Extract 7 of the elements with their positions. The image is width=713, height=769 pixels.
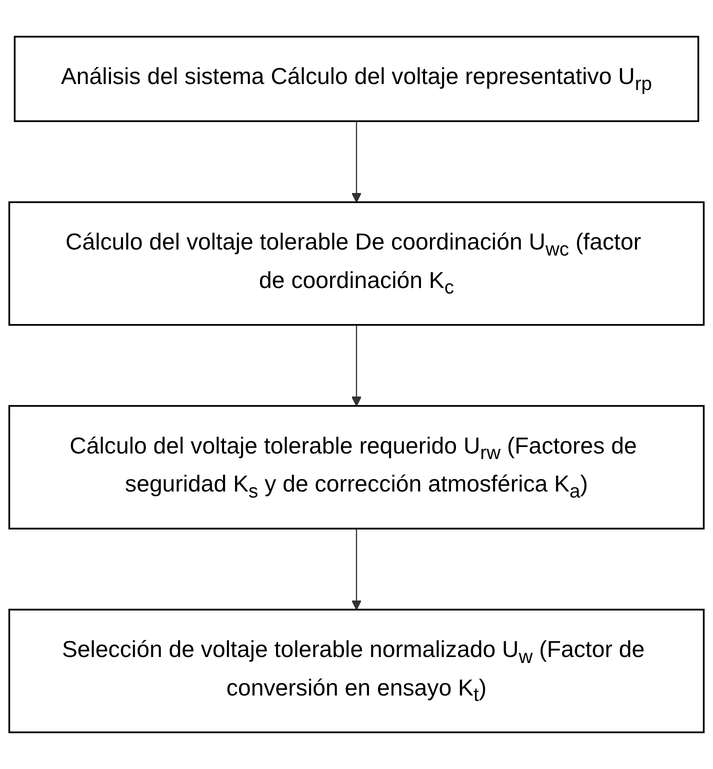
node-box: Selección de voltaje tolerable normalizado U$_{w}$ (Factor de conversión en ensayo K$_{t}$) xyxy=(8,608,705,734)
node-box: Cálculo del voltaje tolerable requerido U$_{rw}$ (Factores de seguridad K$_{s}$ y de corrección atmosférica K$_{a}$) xyxy=(8,405,705,530)
arrow xyxy=(351,121,362,203)
node-box: Cálculo del voltaje tolerable De coordinación U$_{wc}$ (factor de coordinación K$_{c}$ xyxy=(8,201,705,326)
node-box: Análisis del sistema Cálculo del voltaje representativo U$_{rp}$ xyxy=(14,36,700,122)
arrow xyxy=(351,324,362,406)
arrow xyxy=(351,528,362,610)
